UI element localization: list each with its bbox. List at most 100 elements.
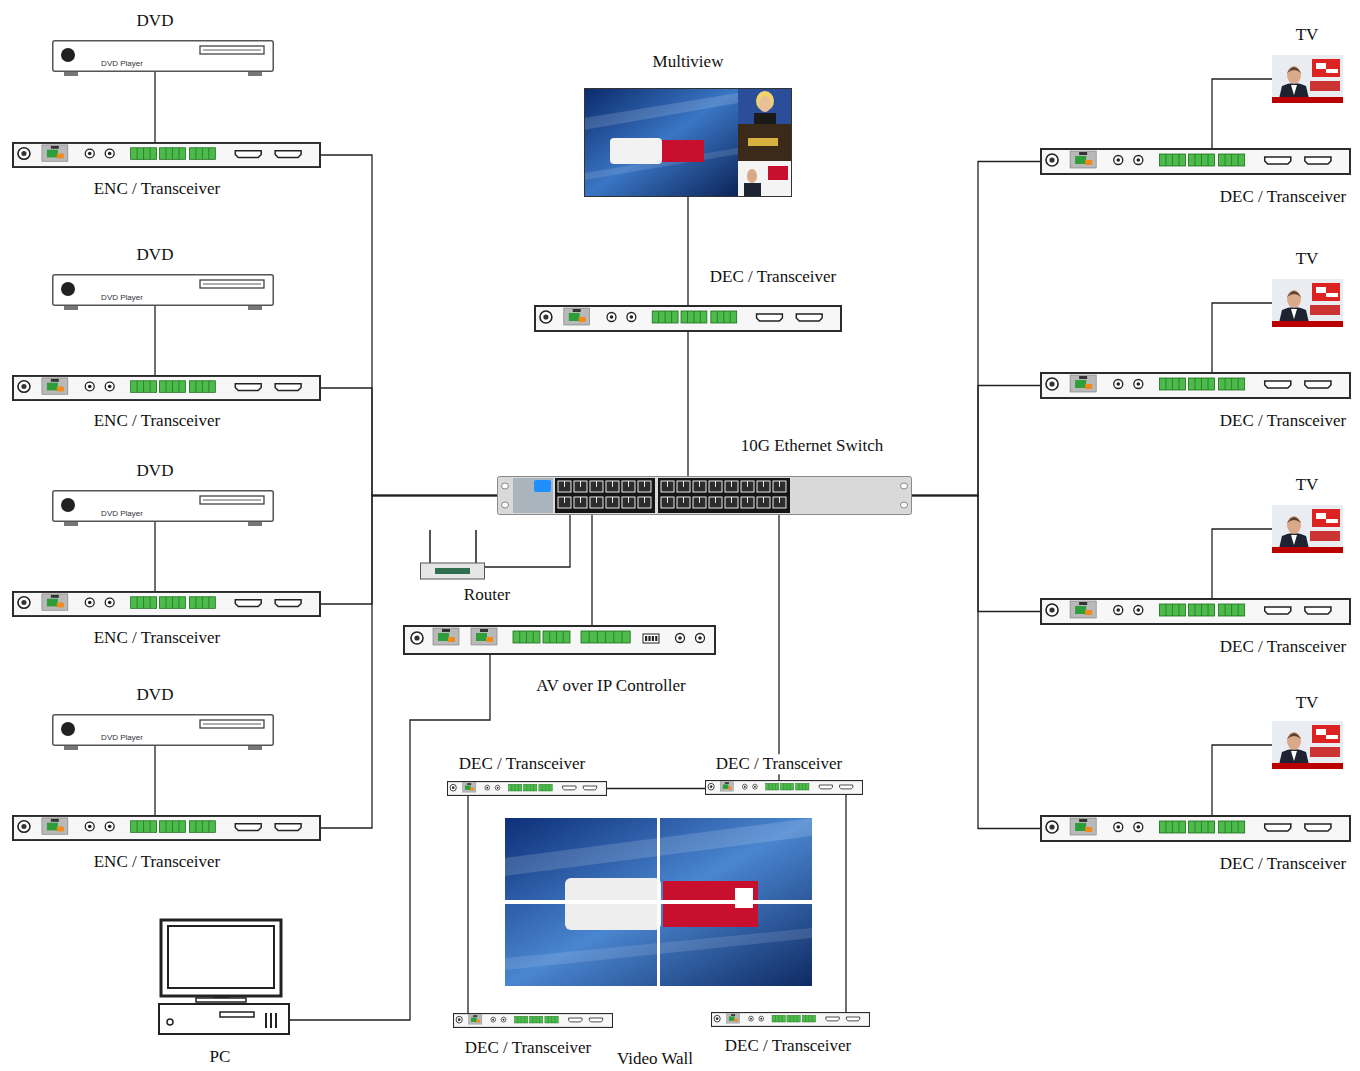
- ethernet-port: [757, 481, 770, 492]
- lan-port: [1070, 601, 1096, 618]
- port-notch: [699, 481, 700, 487]
- terminal-divider: [208, 821, 209, 833]
- player-foot: [248, 746, 262, 750]
- lan-led-green: [465, 785, 471, 789]
- ethernet-port: [574, 481, 587, 492]
- port-notch: [644, 481, 645, 487]
- terminal-block: [131, 381, 157, 393]
- terminal-divider: [195, 821, 196, 833]
- lan-port-slot: [1079, 376, 1087, 379]
- monitor-frame: [161, 920, 281, 996]
- dc-jack-pin: [1049, 381, 1054, 386]
- device-label: ENC / Transceiver: [92, 179, 223, 199]
- panel-face: [404, 626, 715, 654]
- terminal-divider: [521, 1016, 522, 1023]
- hdmi-port: [1265, 824, 1291, 831]
- terminal-divider: [700, 311, 701, 323]
- terminal-divider: [597, 631, 598, 643]
- decoder-transceiver: DEC / Transceiver: [1040, 815, 1351, 842]
- terminal-divider: [1201, 154, 1202, 166]
- terminal-divider: [526, 631, 527, 643]
- port-notch: [779, 497, 780, 503]
- screen-frame: [585, 89, 792, 197]
- terminal-block: [1219, 821, 1245, 833]
- panel-face: [1041, 816, 1350, 841]
- terminal-divider: [172, 821, 173, 833]
- hdmi-port: [563, 786, 576, 790]
- terminal-divider: [775, 783, 776, 790]
- lan-port: [1070, 375, 1096, 392]
- network-cable: [912, 162, 1040, 496]
- player-body: [53, 41, 274, 72]
- ethernet-port: [741, 481, 754, 492]
- terminal-block: [1159, 604, 1185, 616]
- hdmi-port: [235, 384, 261, 391]
- network-cable: [321, 155, 497, 496]
- terminal-divider: [533, 784, 534, 791]
- port-notch: [628, 481, 629, 487]
- anchor-shirt: [1291, 85, 1297, 95]
- port-notch: [779, 481, 780, 487]
- panel-face: [13, 592, 320, 616]
- lan-led-orange: [728, 787, 732, 790]
- ethernet-port: [725, 481, 738, 492]
- lan-port: [42, 594, 68, 610]
- ir-port-core: [492, 1019, 494, 1021]
- ethernet-port: [677, 497, 690, 508]
- player-body: [53, 491, 274, 522]
- ir-port: [85, 822, 94, 831]
- ir-port: [759, 1016, 764, 1021]
- label-holder: PC: [208, 1047, 233, 1067]
- terminal-divider: [723, 311, 724, 323]
- rack-ear-hole: [502, 502, 509, 508]
- ir-port: [1114, 380, 1123, 389]
- ir-port-core: [630, 315, 634, 319]
- dvd-player: DVDDVD Player: [52, 40, 274, 72]
- thumb-red: [768, 166, 788, 180]
- terminal-divider: [1231, 604, 1232, 616]
- ir-port-core: [698, 636, 702, 640]
- terminal-divider: [1231, 821, 1232, 833]
- terminal-divider: [796, 1015, 797, 1022]
- ir-port: [85, 149, 94, 158]
- terminal-divider: [539, 1016, 540, 1023]
- lan-led-green: [438, 633, 449, 641]
- port-notch: [715, 497, 716, 503]
- lan-port: [468, 1015, 481, 1024]
- tv-graphic-white: [1326, 519, 1338, 523]
- terminal-divider: [1172, 821, 1173, 833]
- hdmi-port: [1265, 381, 1291, 388]
- label-holder: TV: [1294, 25, 1321, 45]
- terminal-divider: [1238, 604, 1239, 616]
- network-cable: [912, 496, 1040, 829]
- lan-led-orange: [448, 637, 455, 642]
- lan-led-green: [1075, 156, 1086, 164]
- label-holder: Multiview: [651, 52, 726, 72]
- device-label: DVD: [135, 245, 176, 265]
- ethernet-port: [606, 497, 619, 508]
- terminal-divider: [730, 311, 731, 323]
- hdmi-port: [840, 785, 853, 789]
- player-body: [53, 275, 274, 306]
- tv-picture: [1272, 505, 1343, 553]
- terminal-divider: [172, 381, 173, 393]
- terminal-divider: [768, 783, 769, 790]
- device-label: DVD: [135, 11, 176, 31]
- lan-port-slot: [725, 782, 729, 784]
- anchor-body: [744, 183, 761, 197]
- dc-jack-pin: [21, 384, 26, 389]
- label-holder: TV: [1294, 693, 1321, 713]
- ir-port: [495, 785, 500, 790]
- encoder-transceiver: ENC / Transceiver: [12, 142, 321, 168]
- ir-port-core: [1116, 382, 1120, 386]
- terminal-divider: [137, 148, 138, 160]
- hdmi-port: [275, 151, 301, 158]
- router-antenna: [429, 530, 431, 563]
- disc-slot: [200, 720, 264, 728]
- ir-port-core: [486, 787, 488, 789]
- decoder-transceiver: DEC / Transceiver: [1040, 372, 1351, 399]
- decoder-transceiver: DEC / Transceiver: [705, 780, 863, 795]
- tv-screen: TV: [1272, 55, 1343, 103]
- hdmi-port: [846, 1017, 859, 1021]
- terminal-divider: [150, 381, 151, 393]
